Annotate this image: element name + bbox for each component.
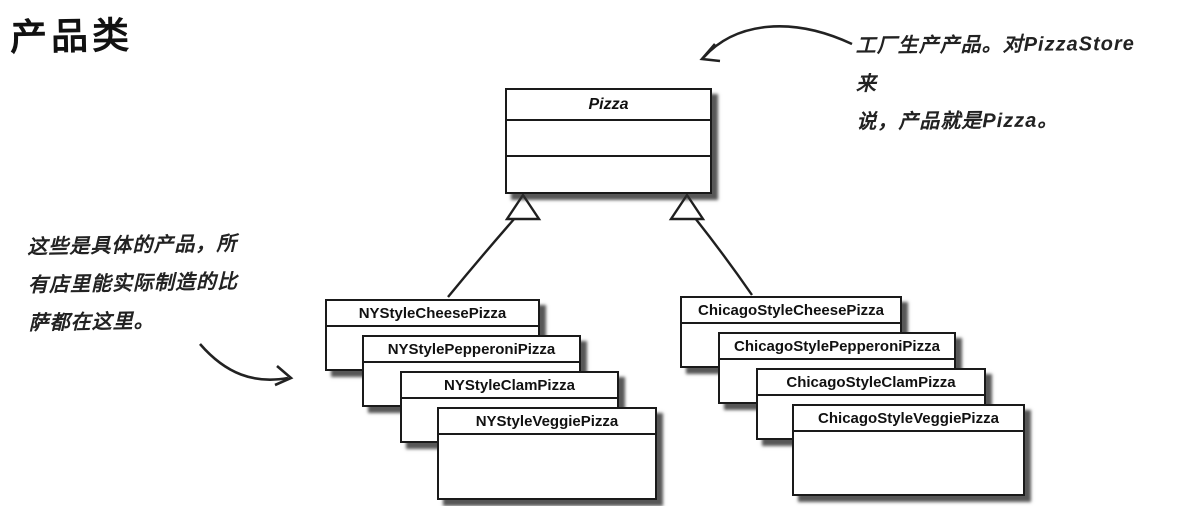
class-name: NYStyleClamPizza <box>402 373 617 399</box>
class-box-pizza: Pizza <box>505 88 712 194</box>
annotation-right-line2: 说，产品就是Pizza。 <box>856 109 1059 134</box>
class-name: ChicagoStyleVeggiePizza <box>794 406 1023 432</box>
pizza-methods-compartment <box>507 121 710 157</box>
generalization-triangle-left-icon <box>504 192 542 221</box>
annotation-arrow-right <box>703 25 853 58</box>
annotation-left: 这些是具体的产品，所 有店里能实际制造的比 萨都在这里。 <box>27 223 329 342</box>
class-box-chicago-veggie: ChicagoStyleVeggiePizza <box>792 404 1025 496</box>
inheritance-line-ny <box>447 217 516 298</box>
class-name: NYStyleCheesePizza <box>327 301 538 327</box>
annotation-right-line1: 工厂生产产品。对PizzaStore来 <box>855 32 1135 96</box>
annotation-left-line1: 这些是具体的产品，所 <box>27 232 238 259</box>
class-name: NYStylePepperoniPizza <box>364 337 579 363</box>
annotation-left-line2: 有店里能实际制造的比 <box>27 270 239 297</box>
inheritance-line-chicago <box>694 217 753 296</box>
class-name: ChicagoStylePepperoniPizza <box>720 334 954 360</box>
class-name-pizza: Pizza <box>507 90 710 121</box>
annotation-arrow-left <box>199 343 289 381</box>
pizza-extra-compartment <box>507 157 710 192</box>
class-name: ChicagoStyleCheesePizza <box>682 298 900 324</box>
class-name: ChicagoStyleClamPizza <box>758 370 984 396</box>
generalization-triangle-right-icon <box>668 192 706 221</box>
annotation-arrowhead-right-icon <box>699 43 721 63</box>
annotation-right: 工厂生产产品。对PizzaStore来 说，产品就是Pizza。 <box>856 25 1157 142</box>
annotation-left-line3: 萨都在这里。 <box>28 310 155 335</box>
class-box-ny-veggie: NYStyleVeggiePizza <box>437 407 657 500</box>
annotation-arrowhead-left-icon <box>274 365 294 387</box>
class-name: NYStyleVeggiePizza <box>439 409 655 435</box>
